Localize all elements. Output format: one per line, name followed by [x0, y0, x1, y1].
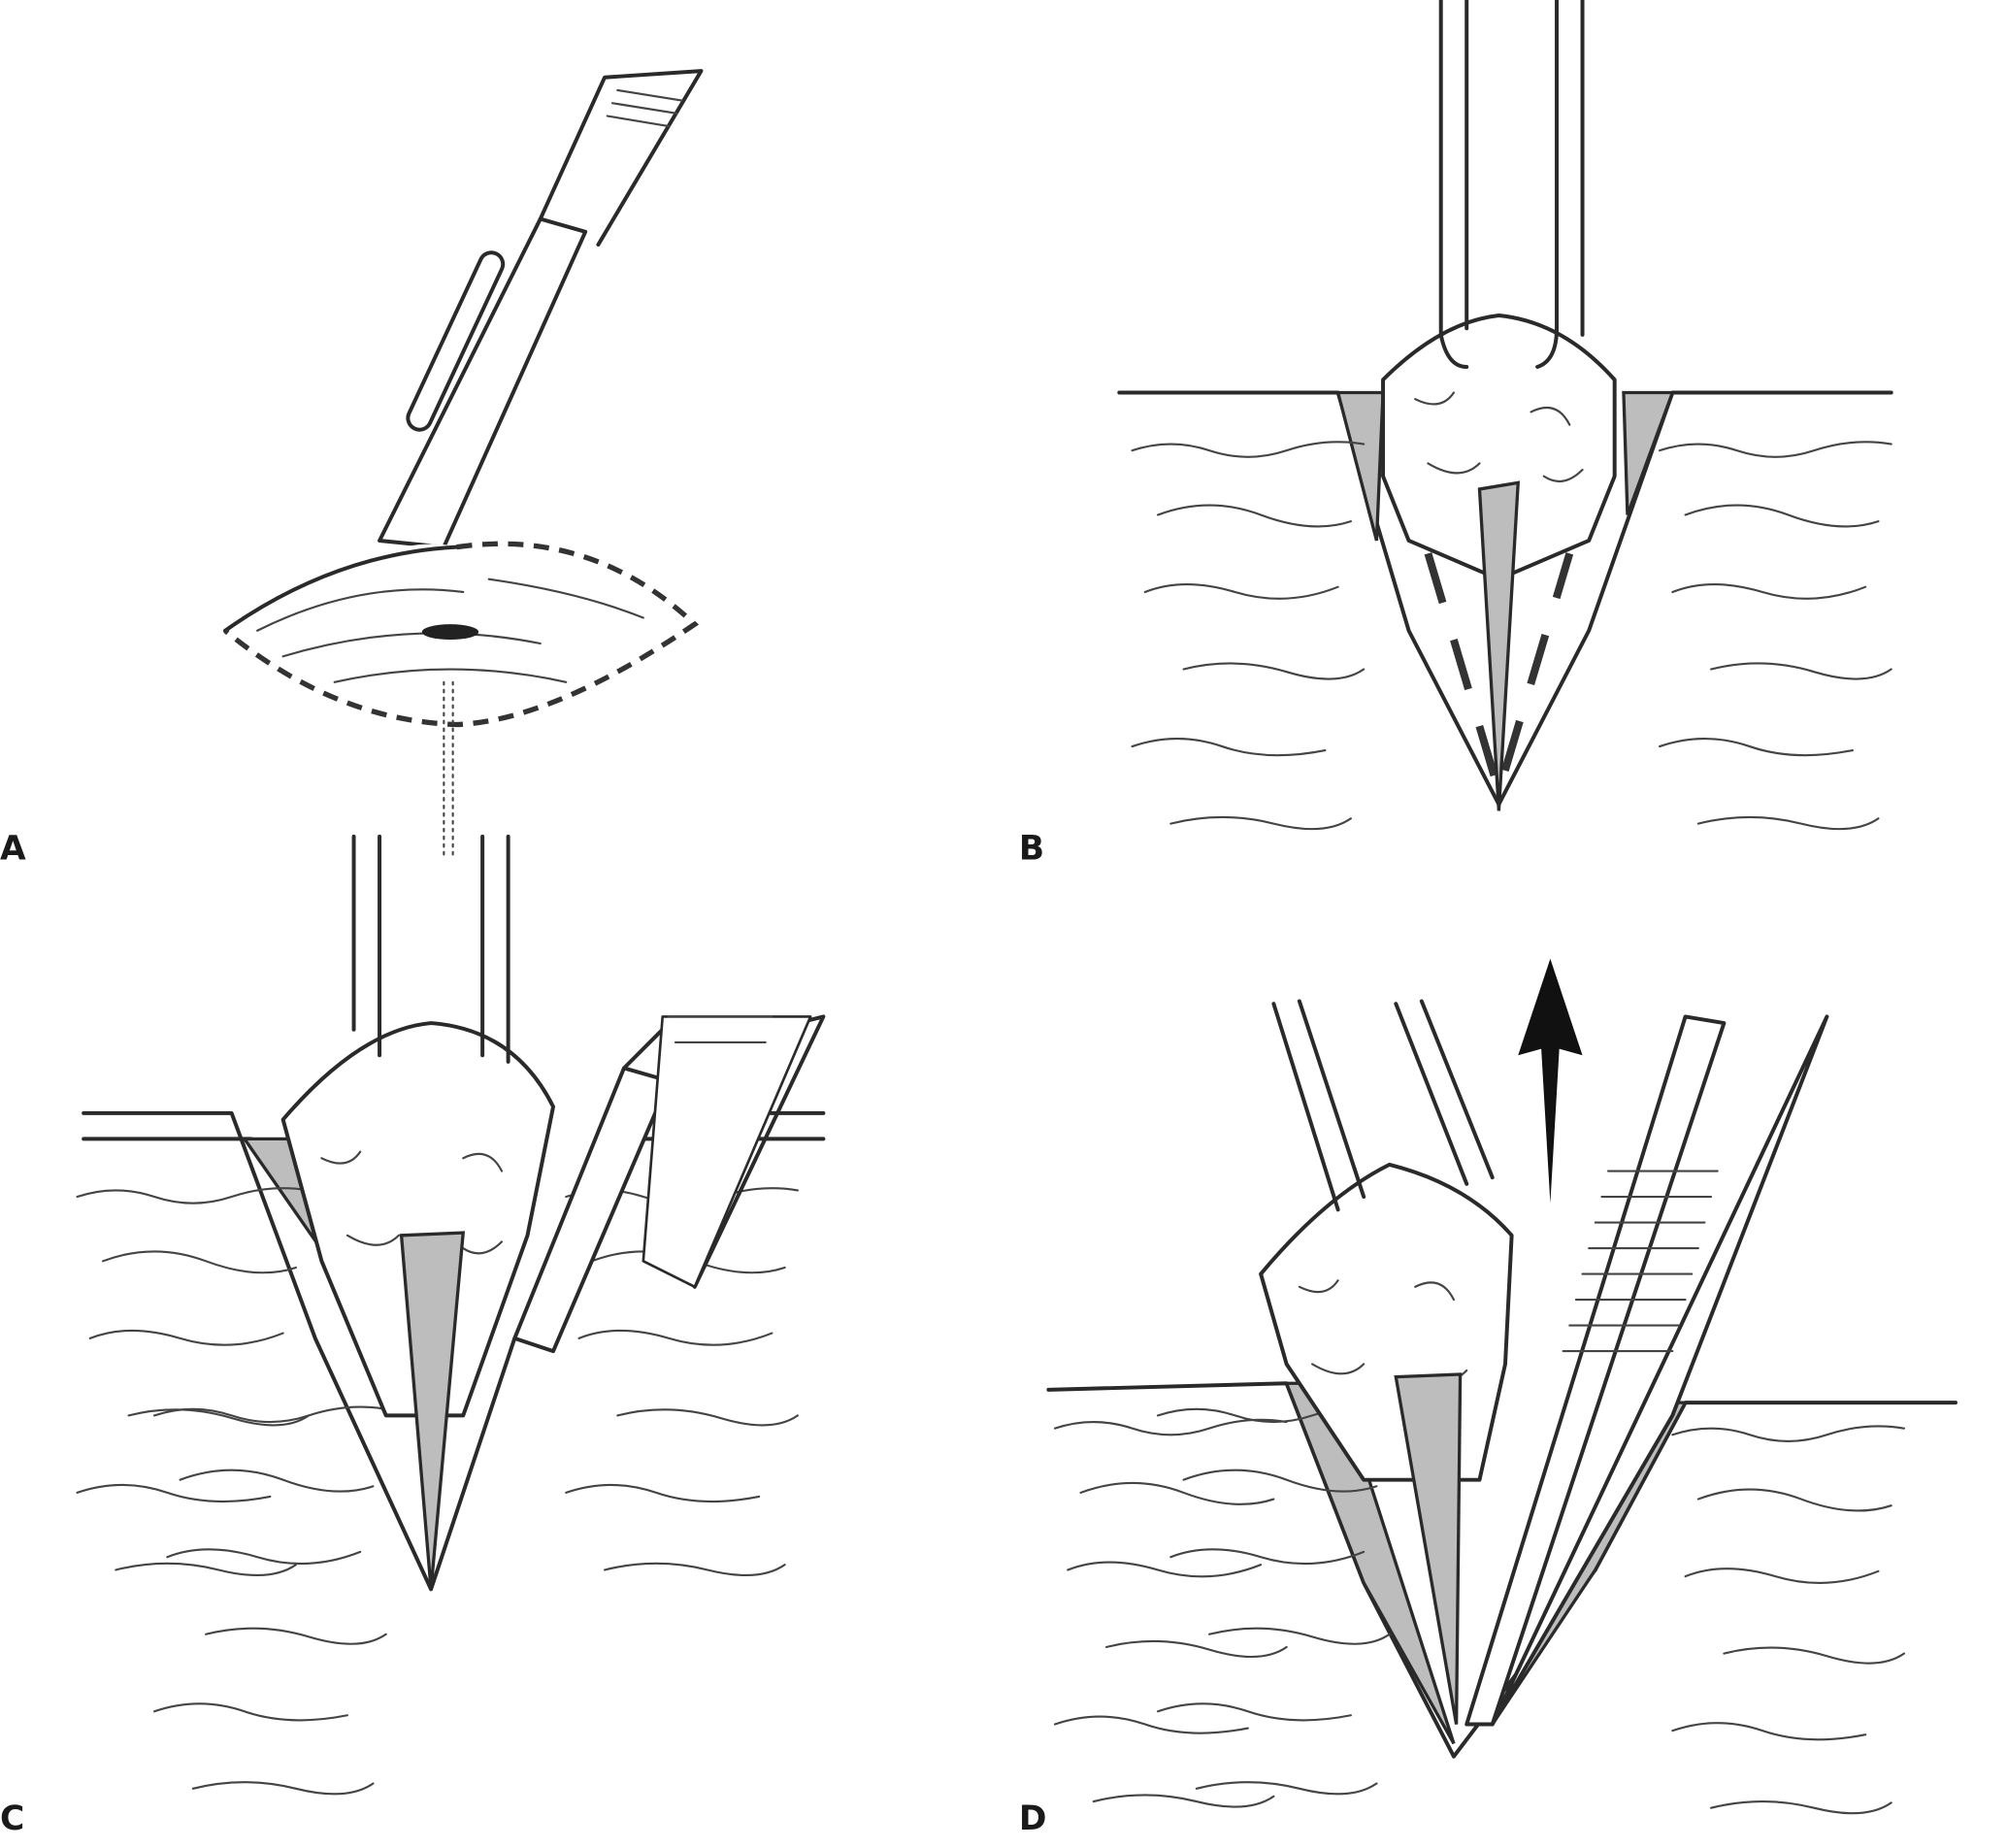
hair-follicle — [399, 1231, 466, 1590]
forceps — [1271, 999, 1495, 1212]
elliptical-skin-excision — [222, 541, 700, 857]
upward-arrow-icon — [1518, 958, 1583, 1204]
scalpel — [378, 69, 704, 549]
panel-a: A — [0, 69, 704, 869]
hair-follicle — [1394, 1372, 1463, 1725]
scissors — [1464, 1014, 1829, 1727]
tissue-specimen — [1259, 1162, 1514, 1482]
skin-surface — [1046, 1381, 1958, 1815]
scalpel — [512, 1014, 826, 1354]
tissue-specimen — [280, 1021, 556, 1418]
hair-follicle — [1477, 480, 1521, 811]
skin-surface — [1117, 390, 1893, 831]
panel-b: B — [1019, 0, 1893, 869]
panel-label-b: B — [1019, 830, 1044, 869]
panel-c: C — [0, 834, 826, 1838]
panel-label-a: A — [0, 830, 26, 869]
panel-label-c: C — [0, 1799, 24, 1838]
tissue-specimen — [1381, 313, 1617, 581]
forceps — [351, 834, 510, 1064]
panel-label-d: D — [1019, 1799, 1047, 1838]
forceps — [1438, 0, 1585, 369]
panel-d: D — [1019, 958, 1958, 1838]
